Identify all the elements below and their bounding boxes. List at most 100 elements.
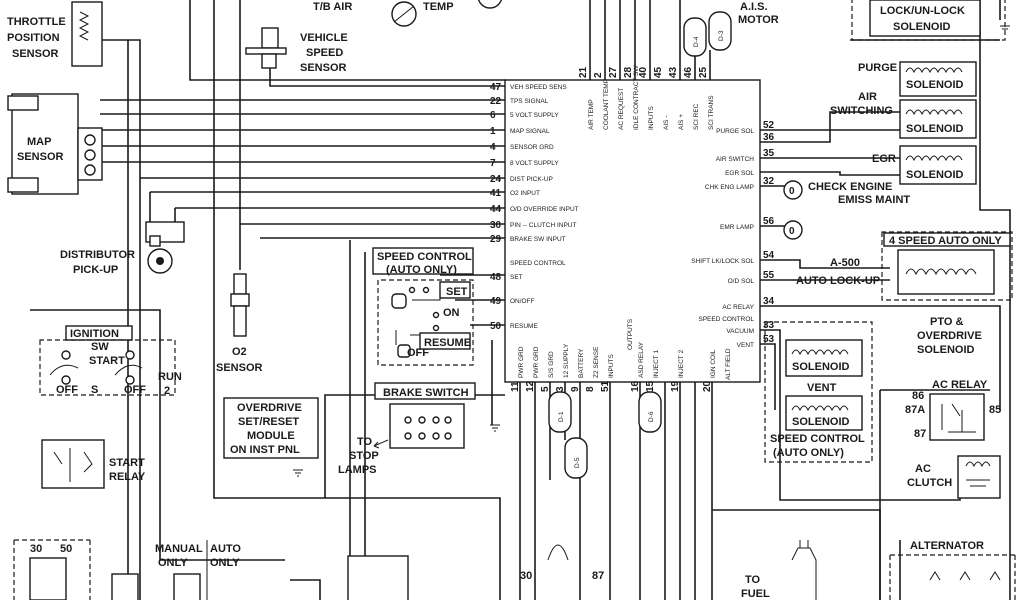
- ecu-bottom-pin-number: 9: [570, 386, 581, 392]
- ecu-top-pin-number: 45: [653, 66, 664, 78]
- check-engine-label: CHECK ENGINE: [808, 181, 892, 193]
- ecu-bottom-pin-label: ASD RELAY: [638, 341, 645, 378]
- speed-control-title-2: (AUTO ONLY): [386, 264, 457, 276]
- ecu-bottom-pin-label: IGN COIL: [710, 349, 717, 378]
- distributor-label-1: DISTRIBUTOR: [60, 249, 135, 261]
- ecu-bottom-pin-number: 16: [630, 380, 641, 392]
- connector-d6-label: D-6: [648, 411, 655, 422]
- ecu-left-pin-label: SET: [510, 274, 523, 281]
- park-switch-box: [173, 573, 201, 600]
- egr-coil-icon: [905, 155, 963, 162]
- connector-d4: [683, 17, 707, 57]
- ecu-right-pin-number: 33: [763, 320, 775, 331]
- connector-d3-label: D-3: [718, 30, 725, 41]
- air-switching-label-2: SWITCHING: [830, 105, 893, 117]
- distributor-pickup-icon: [145, 221, 185, 274]
- ecu-top-pin-label: IDLE CONTRACT SW: [633, 65, 640, 130]
- speed-control-title-box: [372, 247, 474, 275]
- ecu-left-pin-label: SPEED CONTROL: [510, 260, 566, 267]
- connector-d6: [638, 391, 662, 433]
- purge-solenoid-box: [899, 61, 977, 97]
- ac-clutch-box: [957, 455, 1001, 499]
- ecu-left-pin-number: 7: [490, 158, 496, 169]
- ecu-left-pin-label: VEH SPEED SENS: [510, 84, 567, 91]
- vehicle-speed-sensor-icon: [245, 27, 287, 69]
- ecu-left-pin-number: 1: [490, 126, 496, 137]
- overdrive-module-line4: ON INST PNL: [230, 444, 300, 456]
- ac-relay-label: AC RELAY: [932, 379, 988, 391]
- ecu-bottom-pin-number: 19: [670, 380, 681, 392]
- speed-control-title-1: SPEED CONTROL: [377, 251, 472, 263]
- ecu-right-pin-label: CHK ENG LAMP: [705, 184, 754, 191]
- ecu-top-pin-label: SCI REC: [693, 103, 700, 130]
- start-relay-label-2: RELAY: [109, 471, 146, 483]
- ais-motor-label-1: A.I.S.: [740, 1, 768, 13]
- lock-solenoid-dashed-group: [851, 0, 1006, 41]
- auto-lockup-label: AUTO LOCK-UP: [796, 275, 880, 287]
- bottom-relay-box: [347, 555, 409, 600]
- ignition-run-label: RUN: [158, 371, 182, 383]
- auto-only-label-2: ONLY: [210, 557, 240, 569]
- sc-on-label: ON: [443, 307, 460, 319]
- sc-auto-label-2: (AUTO ONLY): [773, 447, 844, 459]
- egr-label: EGR: [872, 153, 896, 165]
- outputs-label: OUTPUTS: [627, 318, 634, 350]
- sc-set-box: [439, 281, 471, 299]
- ecu-top-pin-label: AIS -: [663, 116, 670, 130]
- tps-label-2: POSITION: [7, 32, 60, 44]
- ecu-left-pin-label: 8 VOLT SUPPLY: [510, 160, 559, 167]
- stop-lamps-arrow-icon: [373, 439, 389, 449]
- pto-label-1: PTO &: [930, 316, 963, 328]
- sc-resume-box: [419, 332, 471, 350]
- ecu-left-pin-label: PIN -- CLUTCH INPUT: [510, 222, 576, 229]
- ecu-bottom-pin-label: INJECT 1: [653, 350, 660, 378]
- connector-d1-label: D-1: [558, 411, 565, 422]
- ecu-right-pin-label: SPEED CONTROL: [698, 316, 754, 323]
- ignition-sw-label: SW: [91, 341, 109, 353]
- ecu-top-pin-label: AC REQUEST: [618, 88, 625, 130]
- ignition-off-label-1: OFF: [56, 384, 78, 396]
- ecu-top-pin-number: 2: [593, 72, 604, 78]
- ground-symbol-icon: [1000, 25, 1010, 30]
- alt-field-label: ALT FIELD: [725, 348, 732, 380]
- ecu-left-pin-number: 41: [490, 188, 502, 199]
- distributor-label-2: PICK-UP: [73, 264, 118, 276]
- bottom-pin-87b: 87: [592, 570, 604, 582]
- connector-d3: [708, 11, 732, 51]
- connector-d5-label: D-5: [574, 457, 581, 468]
- ecu-right-pin-number: 52: [763, 120, 775, 131]
- vent-solenoid-box: [785, 395, 863, 431]
- sc-set-label: SET: [446, 286, 468, 298]
- ecu-left-pin-label: BRAKE SW INPUT: [510, 236, 566, 243]
- bottom-pin-50: 50: [60, 543, 72, 555]
- overdrive-module-line1: OVERDRIVE: [237, 402, 302, 414]
- ac-relay-pin-87a: 87A: [905, 404, 925, 416]
- ecu-top-pin-number: 28: [623, 66, 634, 78]
- ecu-left-pin-label: RESUME: [510, 323, 538, 330]
- ecu-left-pin-number: 44: [490, 204, 502, 215]
- ecu-top-pin-label: AIR TEMP: [588, 99, 595, 130]
- ac-clutch-label-2: CLUTCH: [907, 477, 952, 489]
- ecu-bottom-pin-label: INJECT 2: [678, 350, 685, 378]
- start-relay-box: [41, 439, 105, 489]
- ecu-left-pin-label: O/D OVERRIDE INPUT: [510, 206, 579, 213]
- wire-harness: [30, 0, 1011, 600]
- ignition-start-label: START: [89, 355, 125, 367]
- start-relay-label-1: START: [109, 457, 145, 469]
- stop-lamps-lamps: LAMPS: [338, 464, 377, 476]
- ecu-right-pin-label: VACUUM: [726, 328, 754, 335]
- ac-relay-pin-85: 85: [989, 404, 1001, 416]
- ecu-left-pin-number: 49: [490, 296, 502, 307]
- ecu-bottom-pin-number: 5: [540, 386, 551, 392]
- brake-switch-title-box: [374, 382, 476, 400]
- emr-lamp-glyph: 0: [789, 226, 795, 237]
- egr-solenoid-box: [899, 145, 977, 185]
- ecu-top-pin-label: SCI TRANS: [708, 95, 715, 130]
- ecu-bottom-pin-label: PWR GRD: [533, 346, 540, 378]
- vent-solenoid-label: SOLENOID: [792, 416, 850, 428]
- ecu-left-pin-number: 50: [490, 321, 502, 332]
- ecu-left-pin-number: 6: [490, 110, 496, 121]
